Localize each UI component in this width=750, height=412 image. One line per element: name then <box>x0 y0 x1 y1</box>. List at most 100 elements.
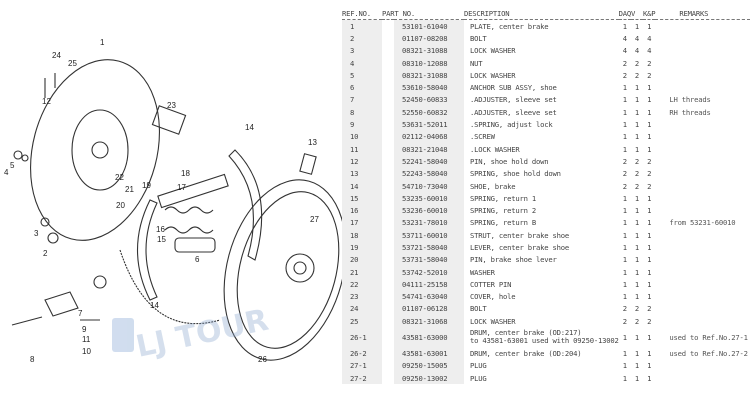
ref-cell: 5 <box>342 69 382 82</box>
v-qty-cell: 1 <box>634 206 640 216</box>
daq-qty-cell: 2 <box>622 304 627 314</box>
daq-qty-cell: 1 <box>622 279 627 289</box>
spacer <box>382 57 394 69</box>
part-number-cell: 53236-60010 <box>394 204 464 217</box>
remarks-cell <box>655 278 750 290</box>
hole-cover <box>299 153 317 175</box>
callout-9: 9 <box>82 325 87 334</box>
spacer <box>382 45 394 57</box>
adjuster <box>174 237 216 253</box>
description-cell: LOCK WASHER <box>470 46 516 56</box>
part-number-cell: 04111-25158 <box>394 278 464 291</box>
ref-cell: 26-2 <box>342 347 382 360</box>
daq-qty-cell: 1 <box>622 373 627 383</box>
brake-shoe-left <box>137 199 158 301</box>
part-number-cell: 52241-58040 <box>394 155 464 168</box>
description-cell: WASHER <box>470 267 495 277</box>
v-qty-cell: 2 <box>634 70 640 80</box>
spacer <box>382 81 394 93</box>
spacer <box>382 143 394 155</box>
description-cell: SPRING, return 1 <box>470 193 537 203</box>
ref-cell: 18 <box>342 229 382 242</box>
v-qty-cell: 1 <box>634 95 640 105</box>
ref-cell: 26-1 <box>342 327 382 348</box>
kp-qty-cell: 1 <box>647 193 652 203</box>
daq-qty-cell: 1 <box>622 21 627 31</box>
callout-26: 26 <box>258 355 267 364</box>
callout-17: 17 <box>177 183 186 192</box>
daq-qty-cell: 1 <box>622 107 627 117</box>
ref-cell: 12 <box>342 155 382 168</box>
daq-qty-cell: 1 <box>622 349 627 359</box>
part-number-cell: 52550-60832 <box>394 106 464 119</box>
remarks-cell <box>655 303 750 315</box>
v-qty-cell: 1 <box>634 373 640 383</box>
remarks-cell <box>655 131 750 143</box>
ref-cell: 3 <box>342 44 382 57</box>
part-number-cell: 09250-13002 <box>394 372 464 385</box>
remarks-cell <box>655 180 750 192</box>
header-kp: K&P <box>642 8 656 20</box>
kp-qty-cell: 1 <box>647 361 652 371</box>
kp-qty-cell: 1 <box>647 83 652 93</box>
remarks-cell <box>655 241 750 253</box>
callout-8: 8 <box>30 355 35 364</box>
part-number-cell: 01107-08208 <box>394 32 464 45</box>
remarks-cell <box>655 254 750 266</box>
ref-cell: 27-2 <box>342 372 382 385</box>
callout-27: 27 <box>310 215 319 224</box>
callout-2: 2 <box>43 249 48 258</box>
daq-qty-cell: 1 <box>622 206 627 216</box>
part-number-cell: 53742-52010 <box>394 265 464 279</box>
part-number-cell: 53101-61040 <box>394 19 464 33</box>
v-qty-cell: 1 <box>634 83 640 93</box>
v-qty-cell: 1 <box>634 267 640 277</box>
spacer <box>382 168 394 180</box>
callout-21: 21 <box>125 185 134 194</box>
spacer <box>382 180 394 192</box>
kp-qty-cell: 1 <box>647 206 652 216</box>
part-number-cell: 54741-63040 <box>394 290 464 303</box>
remarks-cell <box>655 155 750 167</box>
description-cell: NUT <box>470 58 483 68</box>
ref-cell: 25 <box>342 315 382 328</box>
spacer <box>382 254 394 266</box>
daq-qty-cell: 2 <box>622 156 627 166</box>
description-cell: .LOCK WASHER <box>470 144 520 154</box>
brake-drum <box>223 179 345 361</box>
v-qty-cell: 1 <box>634 107 640 117</box>
v-qty-cell: 1 <box>634 292 640 302</box>
daq-qty-cell: 1 <box>622 83 627 93</box>
description-cell: .SCREW <box>470 132 495 142</box>
callout-4: 4 <box>4 168 9 177</box>
table-header: REF.NO. PART NO. DESCRIPTION DAQ V K&P R… <box>342 8 750 20</box>
part-number-cell: 43581-63000 <box>394 327 464 348</box>
v-qty-cell: 1 <box>634 279 640 289</box>
ref-cell: 24 <box>342 302 382 316</box>
ref-cell: 4 <box>342 56 382 70</box>
spacer <box>382 217 394 229</box>
v-qty-cell: 1 <box>634 21 640 31</box>
kp-qty-cell: 1 <box>647 120 652 130</box>
spacer <box>382 327 394 347</box>
description-cell: COVER, hole <box>470 292 516 302</box>
daq-qty-cell: 1 <box>622 144 627 154</box>
header-remarks: REMARKS <box>655 8 750 20</box>
daq-qty-cell: 1 <box>622 95 627 105</box>
spacer <box>382 69 394 81</box>
remarks-cell: used to Ref.No.27-1 <box>669 332 748 342</box>
spacer <box>382 266 394 278</box>
spacer <box>382 315 394 327</box>
ref-cell: 27-1 <box>342 359 382 373</box>
ref-cell: 1 <box>342 19 382 33</box>
v-qty-cell: 2 <box>634 169 640 179</box>
